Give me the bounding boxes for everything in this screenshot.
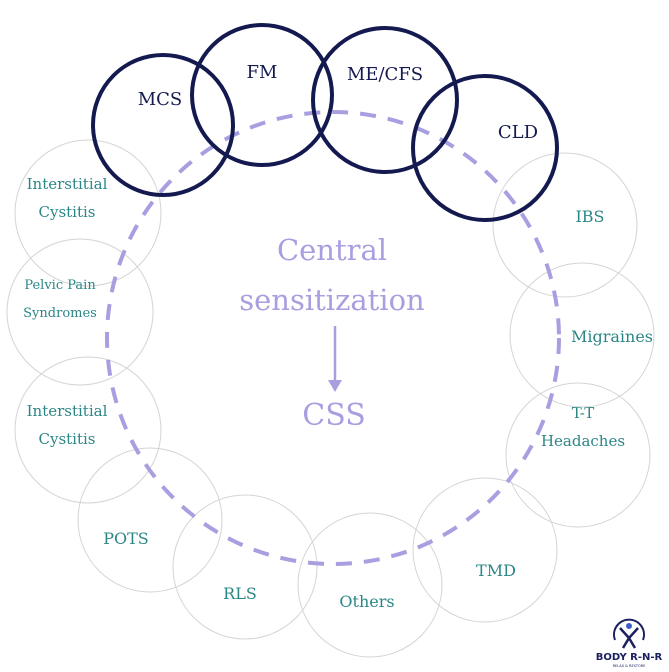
condition-label: Migraines: [571, 327, 653, 346]
arrow-head-icon: [328, 380, 342, 392]
condition-circle: Migraines: [509, 262, 655, 408]
condition-outline: [505, 382, 651, 528]
primary-condition-circle: CLD: [411, 74, 559, 222]
primary-label: FM: [247, 62, 278, 83]
condition-label: Cystitis: [39, 203, 96, 221]
condition-label: TMD: [476, 561, 516, 580]
primary-outline: [91, 53, 235, 197]
condition-outline: [297, 512, 443, 658]
condition-label: POTS: [103, 529, 149, 548]
center-line-1: Central: [277, 233, 387, 267]
primary-outline: [311, 26, 459, 174]
primary-label: CLD: [498, 122, 538, 143]
primary-condition-circle: FM: [190, 23, 334, 167]
condition-circle: IBS: [492, 152, 638, 298]
logo-tagline: RELAX & RESTORE: [613, 664, 646, 668]
condition-label: Headaches: [541, 432, 625, 450]
condition-outline: [172, 494, 318, 640]
condition-label: Pelvic Pain: [24, 278, 96, 293]
css-label: CSS: [302, 398, 366, 433]
logo: BODY R-N-R RELAX & RESTORE: [596, 618, 663, 668]
primary-condition-circle: MCS: [91, 53, 235, 197]
logo-name: BODY R-N-R: [596, 652, 663, 663]
condition-label: Interstitial: [27, 402, 108, 420]
condition-circle: TMD: [412, 477, 558, 623]
center-label: Central sensitization CSS: [239, 233, 424, 433]
condition-outline: [6, 238, 154, 386]
center-line-2: sensitization: [239, 283, 424, 317]
condition-circle: POTS: [77, 447, 223, 593]
primary-outline: [411, 74, 559, 222]
condition-label: Others: [339, 592, 394, 611]
primary-condition-circle: ME/CFS: [311, 26, 459, 174]
condition-outline: [14, 139, 162, 287]
condition-outline: [492, 152, 638, 298]
condition-outline: [77, 447, 223, 593]
condition-label: RLS: [223, 584, 257, 603]
condition-circle: RLS: [172, 494, 318, 640]
primary-label: ME/CFS: [347, 64, 423, 85]
condition-label: Syndromes: [23, 306, 97, 321]
condition-label: Interstitial: [27, 175, 108, 193]
condition-outline: [14, 356, 162, 504]
css-dashed-ring: [105, 110, 561, 566]
primary-label: MCS: [138, 89, 183, 110]
condition-circle: Others: [297, 512, 443, 658]
condition-outline: [509, 262, 655, 408]
condition-label: T-T: [572, 404, 595, 422]
primary-outline: [190, 23, 334, 167]
condition-outline: [412, 477, 558, 623]
condition-label: Cystitis: [39, 430, 96, 448]
condition-label: IBS: [575, 207, 604, 226]
logo-ring-icon: [613, 618, 645, 641]
condition-circle: T-T Headaches: [505, 382, 651, 528]
